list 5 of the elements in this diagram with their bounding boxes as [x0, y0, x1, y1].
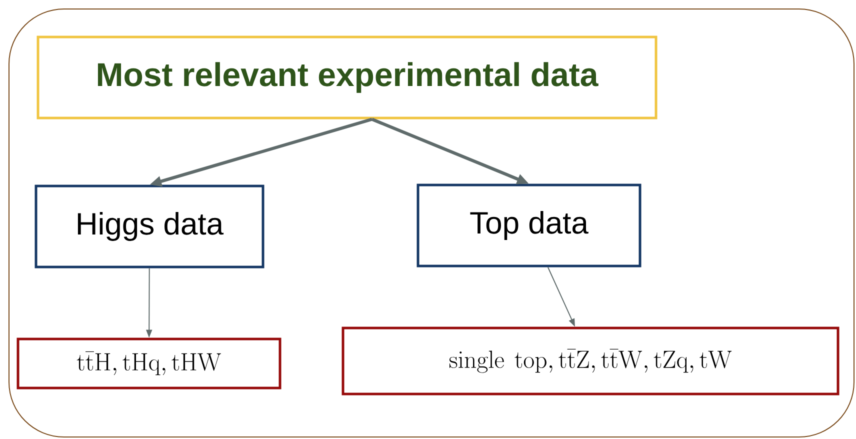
title-box: Most relevant experimental data: [36, 36, 658, 120]
category-box: Higgs data: [34, 184, 264, 268]
process-list-box: $\mathrm{single\ top, t\bar{t}Z, t\bar{t}W, tZq, tW}$: [342, 326, 840, 396]
category-box: Top data: [416, 184, 642, 268]
process-list-box: $\mathrm{t\bar{t}H, tHq, tHW}$: [16, 338, 282, 390]
